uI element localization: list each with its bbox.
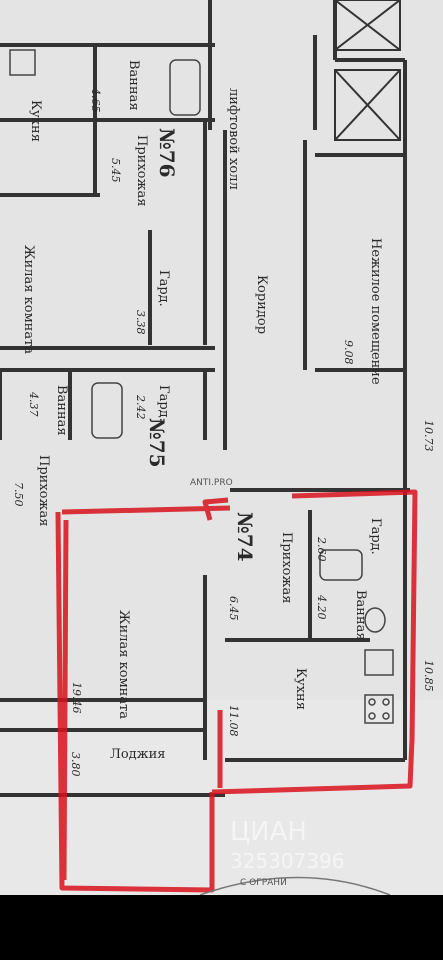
apt76-kitchen-area: 5.45: [109, 158, 122, 183]
apt75-number: №75: [145, 418, 169, 468]
apt74-loggia-label: Лоджия: [110, 747, 166, 762]
elevator-shafts: [334, 0, 401, 141]
apt75-bathroom-label: Ванная: [54, 385, 69, 436]
phone-watermark: 325307396: [230, 849, 345, 873]
apt74-living-label: Жилая комната: [116, 610, 131, 719]
apt76-number: №76: [155, 128, 179, 178]
apt75-hall-area: 7.50: [12, 482, 25, 507]
apt76-bathroom-area: 4.65: [89, 87, 102, 113]
apt75-wardrobe-label: Гард.: [156, 385, 171, 422]
apt75-bathroom-area: 4.37: [27, 391, 40, 417]
apt74-bathroom-label: Ванная: [353, 590, 368, 641]
apt74-wardrobe-area: 2.60: [315, 536, 328, 562]
right-area-2: 10.85: [422, 660, 435, 692]
apt74-living-area: 19.46: [70, 682, 83, 714]
sanitary-fixtures: [9, 49, 394, 724]
stamp-watermark: ANTI.PRO: [190, 478, 233, 488]
lift-hall-label: лифтовой холл: [226, 88, 241, 190]
apt75-hall-label: Прихожая: [36, 455, 51, 526]
apt75-wardrobe-area: 2.42: [134, 394, 147, 420]
apt74-hall-label: Прихожая: [279, 532, 294, 603]
apt74-kitchen-label: Кухня: [293, 668, 308, 710]
apt76-living-label: Жилая комната: [21, 245, 36, 354]
seal-arc: [199, 876, 391, 895]
apt74-hall-area: 6.45: [227, 596, 240, 621]
black-bottom-bar: [0, 895, 443, 960]
right-area-1: 10.73: [422, 420, 435, 452]
seal-text: С ОГРАНИ: [240, 878, 287, 888]
apt74-bathroom-area: 4.20: [315, 594, 328, 620]
apt74-loggia-area: 3.80: [69, 752, 82, 777]
cian-watermark: ЦИАН: [230, 817, 307, 847]
apt74-number: №74: [233, 512, 257, 562]
apt76-wardrobe-label: Гард.: [156, 270, 171, 307]
apt76-hall-label: Прихожая: [134, 135, 149, 206]
apt76-kitchen-label: Кухня: [28, 100, 43, 142]
apt76-wardrobe-area: 3.38: [134, 310, 147, 335]
apt74-kitchen-area: 11.08: [227, 705, 240, 737]
apartment-74-highlight: [55, 489, 418, 893]
non-residential-area: 9.08: [342, 340, 355, 365]
corridor-label: Коридор: [254, 275, 269, 334]
non-residential-label: Нежилое помещение: [368, 238, 383, 385]
apt76-bathroom-label: Ванная: [126, 60, 141, 111]
apt74-wardrobe-label: Гард.: [368, 518, 383, 555]
floor-plan: лифтовой холл Ванная 4.65 Кухня 5.45 №76…: [0, 0, 443, 895]
